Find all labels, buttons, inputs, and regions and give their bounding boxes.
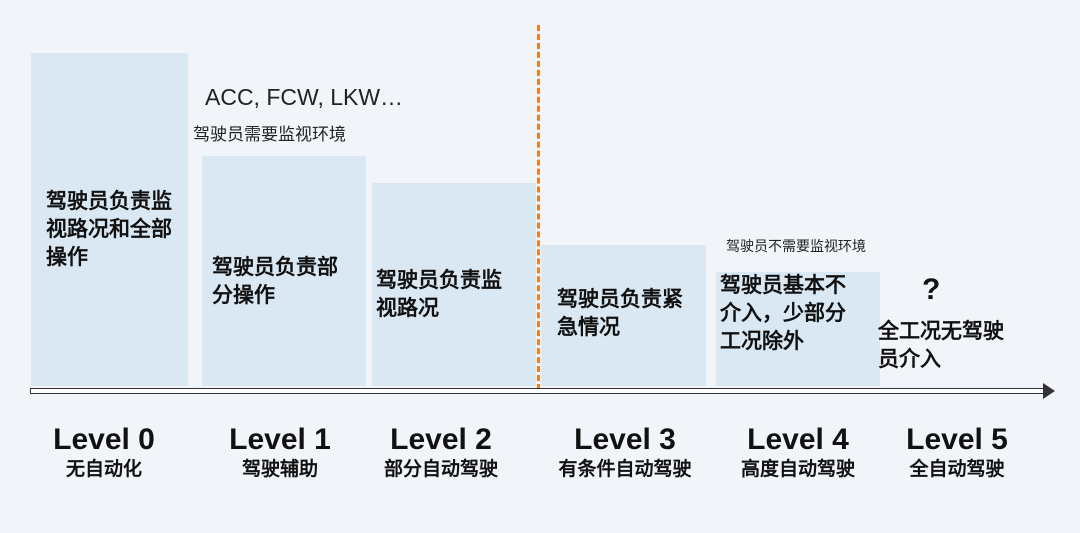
level-3-box	[541, 245, 706, 386]
level-5-desc: 全工况无驾驶员介入	[878, 320, 1004, 371]
adas-examples-note: ACC, FCW, LKW…	[205, 84, 404, 110]
level-4-title: Level 4	[747, 423, 849, 456]
level-2-desc: 驾驶员负责监视路况	[376, 269, 502, 320]
divider-dashed-line	[537, 25, 540, 390]
level-5-label: Level 5 全自动驾驶	[872, 423, 1042, 483]
level-1-desc: 驾驶员负责部分操作	[212, 256, 338, 307]
level-4-subtitle: 高度自动驾驶	[740, 459, 855, 480]
level-3-desc: 驾驶员负责紧急情况	[557, 288, 683, 339]
monitor-not-required-note: 驾驶员不需要监视环境	[726, 238, 866, 254]
level-2-title: Level 2	[390, 423, 492, 456]
level-4-label: Level 4 高度自动驾驶	[713, 423, 883, 483]
level-2-box	[372, 183, 536, 386]
level-4-desc: 驾驶员基本不介入，少部分工况除外	[720, 274, 846, 353]
axis-arrowhead-icon	[1043, 383, 1055, 399]
level-3-title: Level 3	[574, 423, 676, 456]
level-5-question-mark: ?	[922, 273, 941, 306]
level-1-label: Level 1 驾驶辅助	[195, 423, 365, 483]
level-0-desc: 驾驶员负责监视路况和全部操作	[46, 190, 172, 269]
level-0-label: Level 0 无自动化	[19, 423, 189, 483]
timeline-axis	[30, 388, 1046, 394]
level-2-label: Level 2 部分自动驾驶	[356, 423, 526, 483]
level-0-title: Level 0	[53, 423, 155, 456]
level-0-subtitle: 无自动化	[65, 459, 142, 480]
level-1-box	[202, 156, 366, 386]
level-5-subtitle: 全自动驾驶	[909, 459, 1005, 480]
level-1-subtitle: 驾驶辅助	[241, 459, 318, 480]
level-0-box	[31, 53, 188, 386]
level-2-subtitle: 部分自动驾驶	[383, 459, 498, 480]
level-1-title: Level 1	[229, 423, 331, 456]
level-5-title: Level 5	[906, 423, 1008, 456]
level-3-label: Level 3 有条件自动驾驶	[540, 423, 710, 483]
monitor-required-note: 驾驶员需要监视环境	[193, 125, 346, 144]
level-3-subtitle: 有条件自动驾驶	[558, 459, 692, 480]
level-4-box	[716, 272, 880, 386]
